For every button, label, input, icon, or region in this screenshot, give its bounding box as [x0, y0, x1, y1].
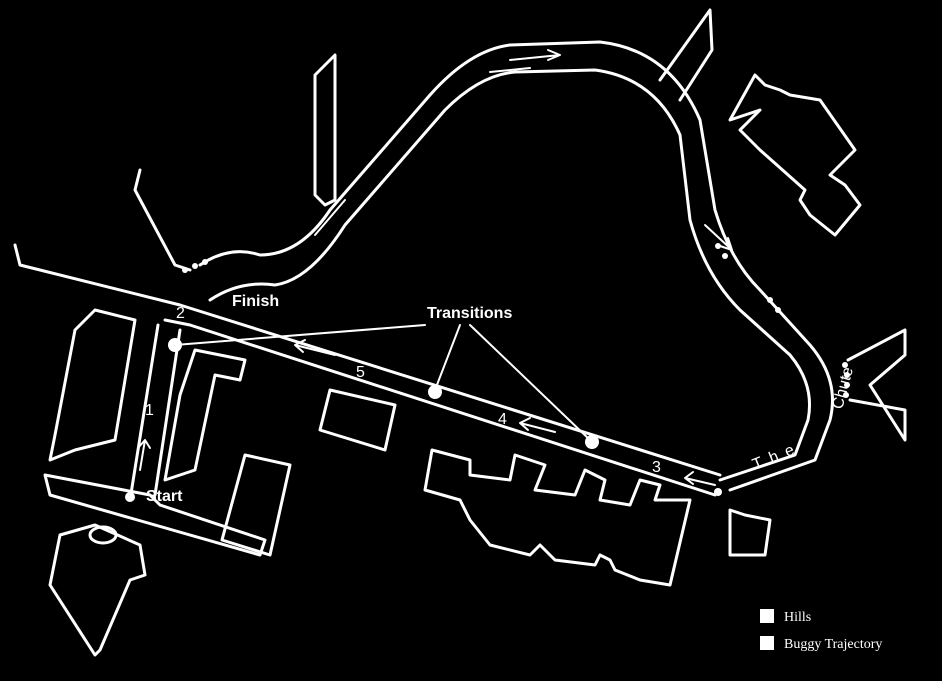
road-branch-nw	[133, 168, 192, 272]
building-4	[318, 388, 397, 452]
transition-line	[434, 324, 461, 391]
chute-label: Chute	[829, 365, 856, 411]
building-7	[728, 73, 862, 237]
road-main-lower	[163, 318, 717, 497]
segment-label-5: 5	[356, 364, 365, 381]
building-6	[728, 508, 772, 557]
end-of-chute-point	[714, 488, 722, 496]
building-8-dome	[88, 525, 118, 545]
trajectory-arrow	[489, 67, 531, 73]
legend-hills-swatch	[760, 609, 774, 623]
hill-marker	[192, 263, 198, 269]
start-point	[125, 492, 135, 502]
hill-marker	[842, 362, 848, 368]
building-2	[163, 348, 247, 482]
segment-label-1: 1	[145, 402, 154, 419]
hill-markers	[182, 243, 850, 398]
road-branch-ne	[658, 8, 714, 102]
hill-marker	[182, 267, 188, 273]
trajectory-arrow	[137, 439, 151, 471]
road-left-leg-b	[153, 328, 182, 497]
trajectory-arrows	[137, 49, 733, 486]
legend-trajectory-swatch	[760, 636, 774, 650]
road-loop-outer	[198, 40, 834, 492]
road-branch-n	[313, 53, 337, 207]
building-5	[423, 448, 692, 587]
transition-line	[174, 324, 426, 346]
road-left-leg-a	[128, 323, 160, 502]
transition-lines	[174, 324, 591, 441]
the-label: The	[750, 439, 804, 474]
road-main-upper	[13, 243, 722, 477]
segment-label-3: 3	[652, 459, 661, 476]
building-1	[48, 308, 137, 462]
hill-marker	[844, 372, 850, 378]
hill-marker	[722, 253, 728, 259]
hill-marker	[202, 259, 208, 265]
hill-marker	[715, 243, 721, 249]
trajectory-arrow	[684, 471, 716, 486]
building-8	[48, 523, 147, 657]
hill-marker	[775, 307, 781, 313]
legend-hills-label: Hills	[784, 610, 811, 625]
road-lower-left	[43, 473, 267, 557]
legend: Hills Buggy Trajectory	[760, 609, 882, 652]
hill-marker	[767, 297, 773, 303]
transition-point-2	[428, 385, 442, 399]
hill-marker	[844, 382, 850, 388]
road-branch-e	[846, 328, 907, 442]
transition-point-1	[168, 338, 182, 352]
trajectory-arrow	[519, 417, 556, 433]
transition-line	[469, 324, 591, 441]
hill-marker	[843, 392, 849, 398]
building-3	[220, 453, 292, 557]
trajectory-arrow	[509, 49, 561, 61]
finish-label: Finish	[232, 293, 279, 310]
segment-label-4: 4	[498, 411, 507, 428]
legend-trajectory-label: Buggy Trajectory	[784, 637, 882, 652]
start-label: Start	[146, 488, 183, 505]
trajectory-arrow	[314, 199, 346, 236]
trajectory-arrow	[704, 224, 733, 251]
transition-point-3	[585, 435, 599, 449]
segment-label-2: 2	[176, 305, 185, 322]
transitions-label: Transitions	[427, 305, 512, 322]
road-loop-inner	[208, 68, 812, 482]
trajectory-arrow	[294, 339, 336, 356]
